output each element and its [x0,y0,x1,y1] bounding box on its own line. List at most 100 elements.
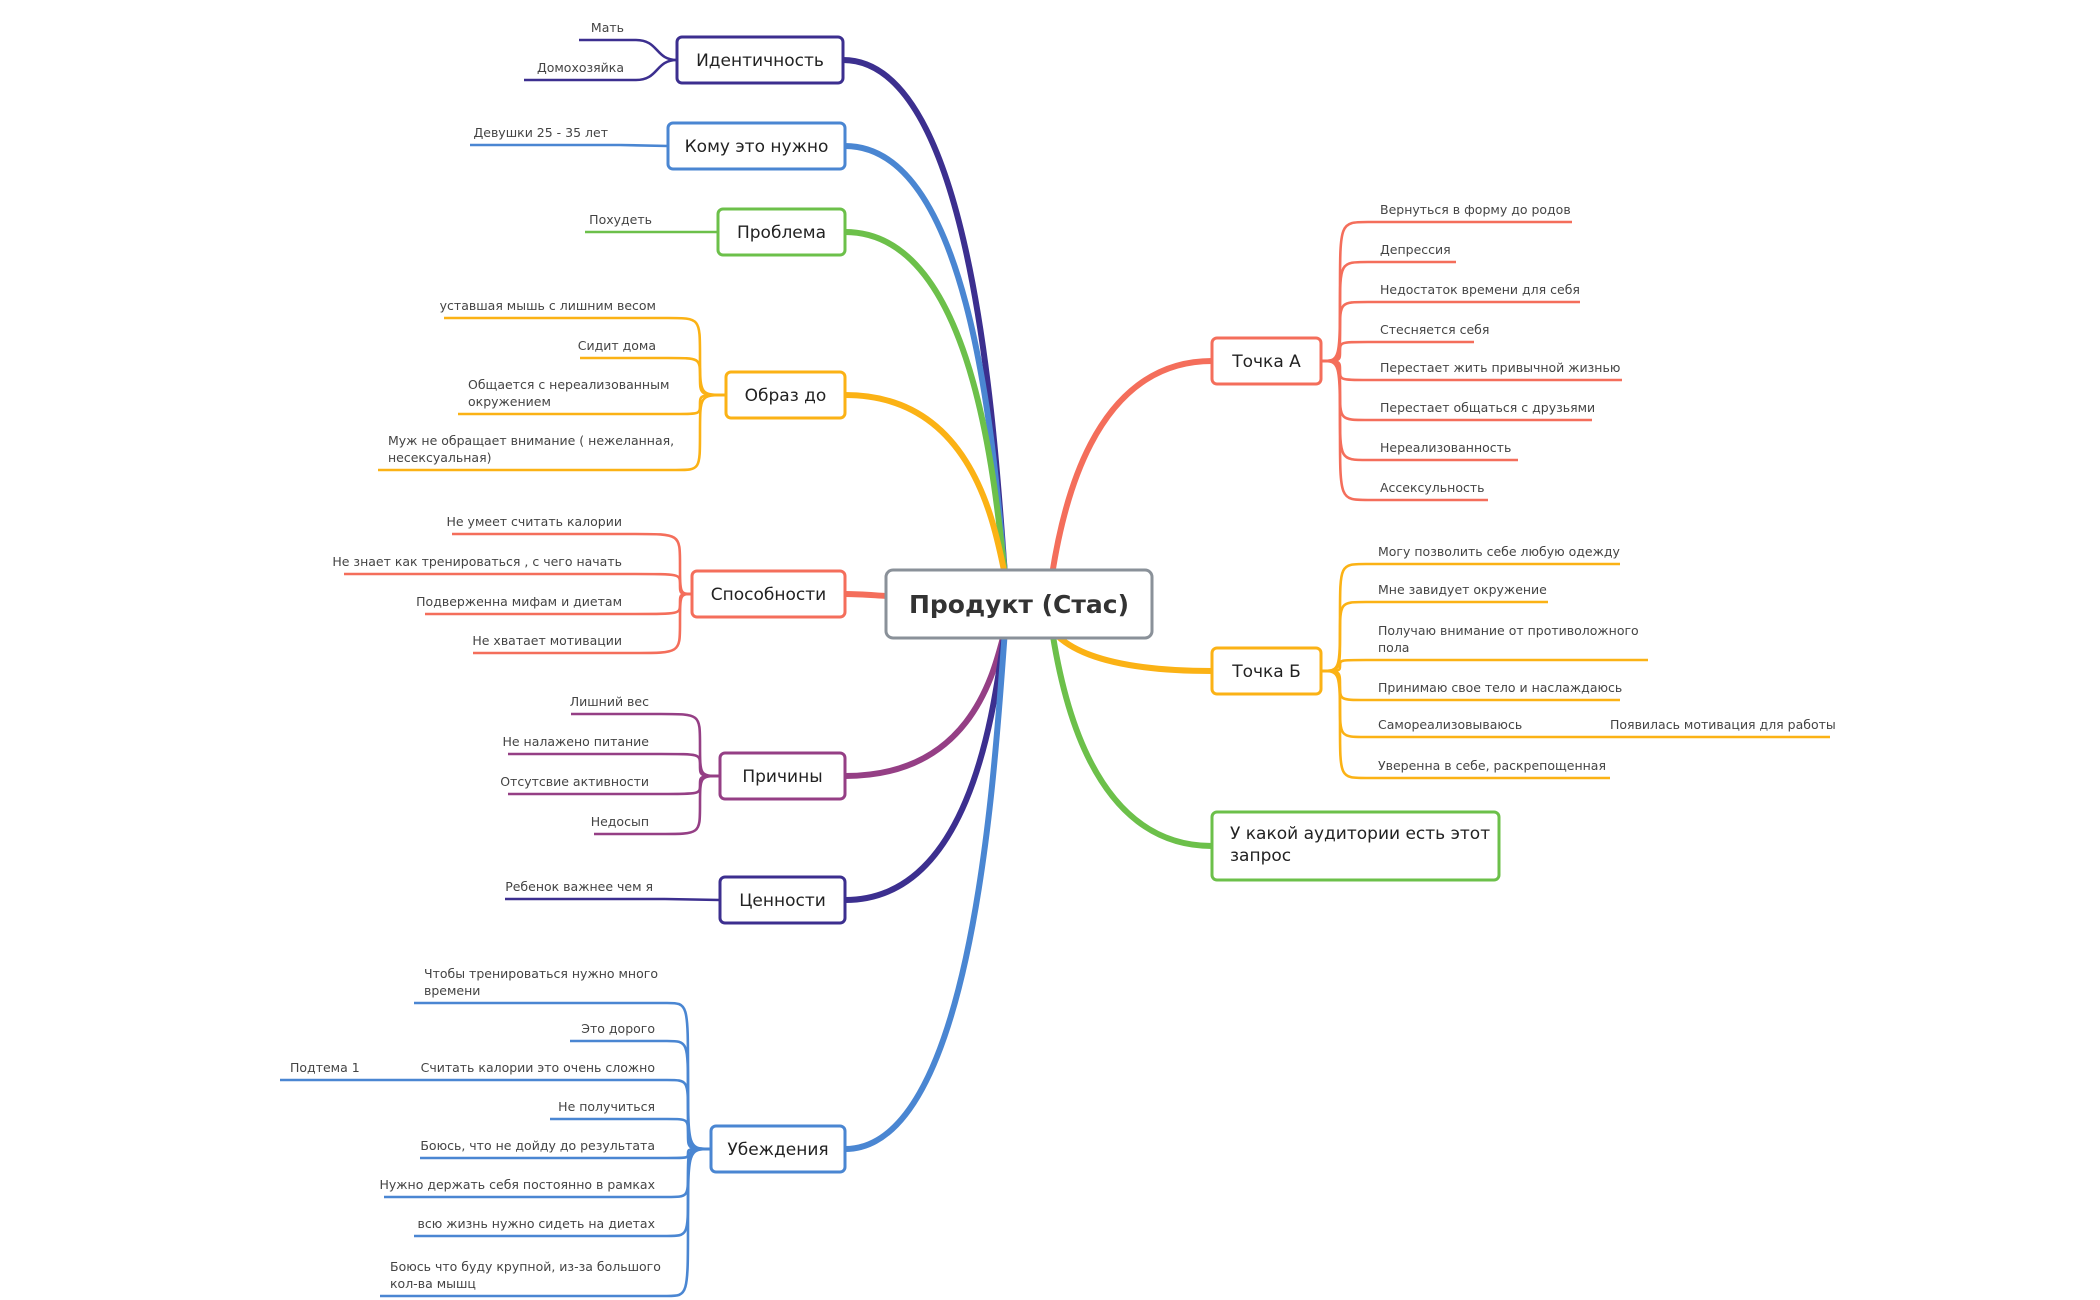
leaf-link [660,774,721,796]
leaf-abilities-0[interactable]: Не умеет считать калории [446,514,622,529]
leaf-point-a-7[interactable]: Ассексульность [1380,480,1485,495]
branch-node-point-b[interactable]: Точка Б [1210,646,1323,696]
central-topic[interactable]: Продукт (Стас) [884,568,1154,640]
leaf-audience-0[interactable]: Девушки 25 - 35 лет [473,125,608,140]
leaf-label: Самореализовываюсь [1378,717,1522,732]
leaf-beliefs-6[interactable]: всю жизнь нужно сидеть на диетах [418,1216,655,1231]
leaf-label: Мать [591,20,624,35]
leaf-link [619,143,669,148]
branch-box-audience-request[interactable] [1210,810,1501,882]
branch-box-audience[interactable] [666,121,847,171]
leaf-problem-0[interactable]: Похудеть [589,212,652,227]
branch-box-abilities[interactable] [690,569,847,619]
connector-image-before [842,392,1008,578]
branch-node-audience[interactable]: Кому это нужно [666,121,847,171]
branch-node-problem[interactable]: Проблема [716,207,847,257]
subleaf-beliefs[interactable]: Подтема 1 [290,1060,360,1075]
leaf-point-b-4[interactable]: Самореализовываюсь [1378,717,1522,732]
leaf-label: Девушки 25 - 35 лет [473,125,608,140]
central-topic-box[interactable] [884,568,1154,640]
leaf-point-a-0[interactable]: Вернуться в форму до родов [1380,202,1571,217]
leaf-label: Нереализованность [1380,440,1511,455]
branch-label: Идентичность [696,51,824,71]
branch-box-point-a[interactable] [1210,336,1323,386]
leaf-point-a-3[interactable]: Стесняется себя [1380,322,1489,337]
leaf-label: Ребенок важнее чем я [505,879,653,894]
branch-node-abilities[interactable]: Способности [690,569,847,619]
leaf-point-b-1[interactable]: Мне завидует окружение [1378,582,1547,597]
leaf-link [660,774,721,836]
subleaf-point-b[interactable]: Появилась мотивация для работы [1610,717,1836,732]
branch-box-causes[interactable] [718,751,847,801]
branch-label: Способности [711,585,826,605]
leaf-link [667,356,727,397]
leaf-identity-0[interactable]: Мать [591,20,624,35]
branch-connectors [840,57,1215,1152]
leaf-abilities-3[interactable]: Не хватает мотивации [472,633,622,648]
branch-box-problem[interactable] [716,207,847,257]
leaf-beliefs-7[interactable]: Боюсь что буду крупной, из-за большогоко… [390,1259,661,1291]
leaf-image-before-1[interactable]: Сидит дома [578,338,656,353]
leaf-beliefs-3[interactable]: Не получиться [558,1099,655,1114]
leaf-point-b-3[interactable]: Принимаю свое тело и наслаждаюсь [1378,680,1622,695]
branch-node-values[interactable]: Ценности [718,875,847,925]
branch-node-image-before[interactable]: Образ до [724,370,847,420]
connector-audience-request [1049,627,1215,849]
leaf-beliefs-5[interactable]: Нужно держать себя постоянно в рамках [379,1177,655,1192]
branch-box-values[interactable] [718,875,847,925]
leaf-values-0[interactable]: Ребенок важнее чем я [505,879,653,894]
branch-label-line: У какой аудитории есть этот [1230,824,1490,844]
branch-label: Точка А [1231,352,1301,372]
branch-box-image-before[interactable] [724,370,847,420]
leaf-link [675,393,727,472]
branch-label: Проблема [737,223,826,243]
branch-label: Убеждения [727,1140,828,1160]
leaf-abilities-1[interactable]: Не знает как тренироваться , с чего нача… [332,554,622,569]
branch-node-identity[interactable]: Идентичность [675,35,845,85]
leaf-causes-0[interactable]: Лишний вес [570,694,649,709]
leaf-beliefs-2[interactable]: Считать калории это очень сложно [421,1060,655,1075]
leaf-image-before-3[interactable]: Муж не обращает внимание ( нежеланная,не… [388,433,674,465]
leaf-link [1320,669,1367,702]
connector-audience [842,143,1008,578]
branch-box-point-b[interactable] [1210,646,1323,696]
leaf-point-a-6[interactable]: Нереализованность [1380,440,1511,455]
branch-label: Причины [742,767,822,787]
leaf-identity-1[interactable]: Домохозяйка [537,60,624,75]
leaf-label: Мне завидует окружение [1378,582,1547,597]
leaf-point-b-5[interactable]: Уверенна в себе, раскрепощенная [1378,758,1606,773]
leaf-link [1320,359,1369,422]
leaf-link [1320,669,1367,739]
branch-node-beliefs[interactable]: Убеждения [709,1124,847,1174]
branch-node-point-a[interactable]: Точка А [1210,336,1323,386]
branch-label: Кому это нужно [685,137,829,157]
branch-node-causes[interactable]: Причины [718,751,847,801]
leaf-label: Сидит дома [578,338,656,353]
leaf-beliefs-1[interactable]: Это дорого [581,1021,655,1036]
leaf-beliefs-4[interactable]: Боюсь, что не дойду до результата [420,1138,655,1153]
leaf-point-b-0[interactable]: Могу позволить себе любую одежду [1378,544,1621,559]
leaf-causes-3[interactable]: Недосып [591,814,649,829]
leaf-causes-1[interactable]: Не налажено питание [502,734,649,749]
leaf-point-a-1[interactable]: Депрессия [1380,242,1451,257]
leaf-label: Получаю внимание от противоложного [1378,623,1639,638]
leaf-link [633,532,693,596]
leaf-label: окружением [468,394,551,409]
leaf-image-before-0[interactable]: уставшая мышь с лишним весом [440,298,656,313]
leaf-point-a-2[interactable]: Недостаток времени для себя [1380,282,1580,297]
leaf-causes-2[interactable]: Отсутсвие активности [500,774,649,789]
subleaf-label: Появилась мотивация для работы [1610,717,1836,732]
branch-box-identity[interactable] [675,35,845,85]
leaf-point-a-5[interactable]: Перестает общаться с друзьями [1380,400,1595,415]
connector-identity [840,57,1008,578]
leaf-label: Не налажено питание [502,734,649,749]
branch-box-beliefs[interactable] [709,1124,847,1174]
leaf-label: Не умеет считать калории [446,514,622,529]
leaf-abilities-2[interactable]: Подверженна мифам и диетам [416,594,622,609]
leaf-point-a-4[interactable]: Перестает жить привычной жизнью [1380,360,1620,375]
